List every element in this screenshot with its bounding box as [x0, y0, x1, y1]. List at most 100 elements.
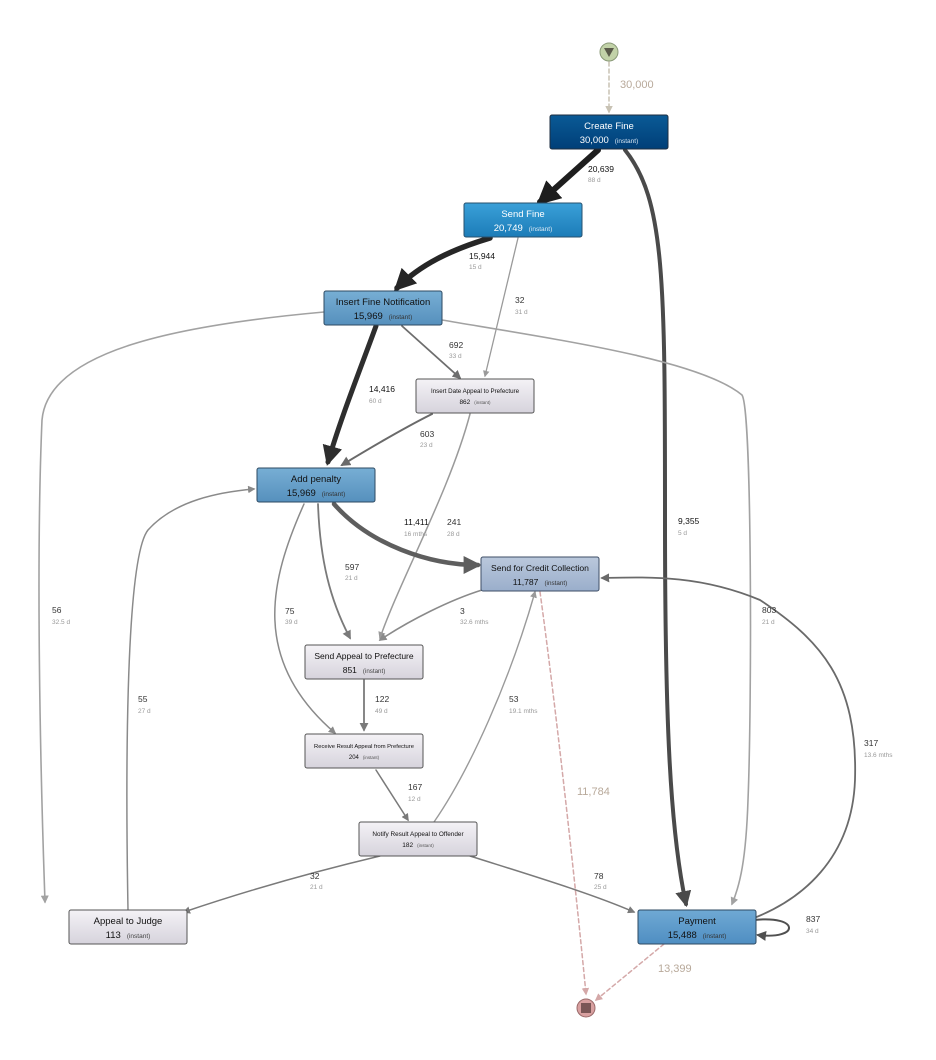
- activity-stats: 30,000 (instant): [580, 135, 639, 146]
- edge-notify-credit: [433, 590, 537, 823]
- activity-duration: (instant): [322, 491, 345, 498]
- edge-label-time: 16 mths: [404, 531, 428, 538]
- activity-payment[interactable]: Payment 15,488(instant): [637, 909, 757, 945]
- edge-label-count: 78: [594, 871, 604, 881]
- edge-label-count: 122: [375, 694, 389, 704]
- activity-duration: (instant): [474, 400, 491, 405]
- activity-appeal-to-judge[interactable]: Appeal to Judge 113(instant): [68, 909, 188, 945]
- activity-count: 182: [402, 842, 413, 849]
- activity-stats: 851 (instant): [343, 665, 386, 675]
- edge-insert-judge: [38, 311, 325, 904]
- activity-count: 862: [459, 399, 470, 406]
- end-flow-label: 11,784: [577, 786, 610, 798]
- activity-duration: (instant): [703, 933, 726, 940]
- edge-label-count: 15,944: [469, 251, 495, 261]
- activity-count: 11,787: [513, 577, 539, 587]
- activity-duration: (instant): [544, 580, 567, 587]
- edge-date-penalty: [340, 413, 433, 467]
- edge-label-time: 21 d: [762, 619, 775, 626]
- activity-notify-result-appeal[interactable]: Notify Result Appeal to Offender 182(ins…: [358, 821, 478, 857]
- edge-label-time: 39 d: [285, 619, 298, 626]
- edge-label-time: 88 d: [588, 177, 601, 184]
- play-down-icon: [604, 48, 614, 57]
- edge-payment-end: [594, 943, 665, 1001]
- end-flow-label: 13,399: [658, 963, 692, 975]
- activity-send-for-credit-collection[interactable]: Send for Credit Collection 11,787 (instan…: [480, 556, 600, 592]
- activity-count: 15,969: [354, 311, 383, 322]
- activity-count: 15,969: [287, 488, 316, 499]
- edge-label-time: 15 d: [469, 264, 482, 271]
- edge-create-send: [536, 147, 601, 206]
- activity-count: 113: [106, 930, 121, 941]
- edge-label-count: 75: [285, 606, 295, 616]
- activity-name: Notify Result Appeal to Offender: [372, 831, 464, 838]
- activity-receive-result-appeal[interactable]: Receive Result Appeal from Prefecture 20…: [304, 733, 424, 769]
- edge-date-sendappeal: [378, 413, 471, 640]
- edge-judge-penalty: [126, 485, 256, 911]
- edge-label-time: 21 d: [310, 884, 323, 891]
- edge-notify-judge: [182, 855, 381, 914]
- activity-insert-date-appeal[interactable]: Insert Date Appeal to Prefecture 862 (ins…: [415, 378, 535, 414]
- edge-payment-self: [753, 918, 790, 941]
- edge-label-count: 597: [345, 562, 359, 572]
- edge-label-count: 11,411: [404, 517, 429, 527]
- activity-name: Insert Fine Notification: [336, 297, 431, 308]
- edge-label-time: 12 d: [408, 796, 421, 803]
- edge-label-count: 53: [509, 694, 519, 704]
- edge-label-count: 9,355: [678, 516, 700, 526]
- activity-count: 30,000: [580, 135, 609, 146]
- edge-receive-notify: [375, 769, 409, 822]
- activity-duration: (instant): [615, 138, 638, 145]
- activity-stats: 11,787 (instant): [513, 577, 567, 587]
- edge-label-time: 27 d: [138, 708, 151, 715]
- edge-label-time: 32.6 mths: [460, 619, 489, 626]
- activity-stats: 182(instant): [402, 842, 434, 849]
- edge-label-time: 34 d: [806, 928, 819, 935]
- edge-label-count: 56: [52, 605, 62, 615]
- activity-name: Appeal to Judge: [94, 916, 163, 927]
- edge-label-count: 55: [138, 694, 148, 704]
- end-node[interactable]: [576, 998, 596, 1018]
- activity-insert-fine-notification[interactable]: Insert Fine Notification 15,969 (instant): [323, 290, 443, 326]
- start-node[interactable]: [599, 42, 619, 62]
- start-flow-label: 30,000: [620, 79, 654, 91]
- edge-label-count: 167: [408, 782, 422, 792]
- activity-stats: 204(instant): [349, 755, 380, 761]
- edge-label-count: 20,639: [588, 164, 614, 174]
- activity-send-fine[interactable]: Send Fine 20,749 (instant): [463, 202, 583, 238]
- edge-label-time: 33 d: [449, 353, 462, 360]
- activity-name: Send Appeal to Prefecture: [314, 651, 414, 661]
- activity-create-fine[interactable]: Create Fine 30,000(instant): [549, 114, 669, 150]
- edge-insert-penalty: [322, 323, 379, 466]
- activity-duration: (instant): [529, 226, 552, 233]
- edge-label-count: 14,416: [369, 384, 395, 394]
- edge-label-time: 13.6 mths: [864, 752, 893, 759]
- edge-label-count: 837: [806, 914, 820, 924]
- edge-label-count: 692: [449, 340, 463, 350]
- activity-duration: (instant): [363, 668, 385, 675]
- edge-label-time: 5 d: [678, 530, 687, 537]
- activity-name: Payment: [678, 916, 716, 927]
- edge-insert-date: [401, 325, 462, 380]
- edge-label-time: 19.1 mths: [509, 708, 538, 715]
- edge-create-payment: [623, 148, 692, 908]
- edge-label-count: 241: [447, 517, 461, 527]
- activity-send-appeal-to-prefecture[interactable]: Send Appeal to Prefecture 851 (instant): [304, 644, 424, 680]
- edge-credit-end: [539, 591, 590, 996]
- activity-stats: 15,488(instant): [668, 930, 727, 941]
- edge-send-date: [483, 237, 519, 378]
- activity-name: Insert Date Appeal to Prefecture: [431, 388, 520, 395]
- activity-duration: (instant): [389, 314, 412, 321]
- edge-insert-payment: [441, 319, 752, 906]
- activity-count: 851: [343, 665, 357, 675]
- activity-stats: 15,969 (instant): [354, 311, 413, 322]
- activity-name: Send Fine: [501, 209, 544, 220]
- activity-name: Send for Credit Collection: [491, 563, 589, 573]
- edge-label-time: 60 d: [369, 398, 382, 405]
- edge-penalty-credit: [331, 501, 482, 574]
- edge-label-time: 25 d: [594, 884, 607, 891]
- activity-count: 20,749: [494, 223, 523, 234]
- activity-add-penalty[interactable]: Add penalty 15,969(instant): [256, 467, 376, 503]
- activity-stats: 20,749 (instant): [494, 223, 553, 234]
